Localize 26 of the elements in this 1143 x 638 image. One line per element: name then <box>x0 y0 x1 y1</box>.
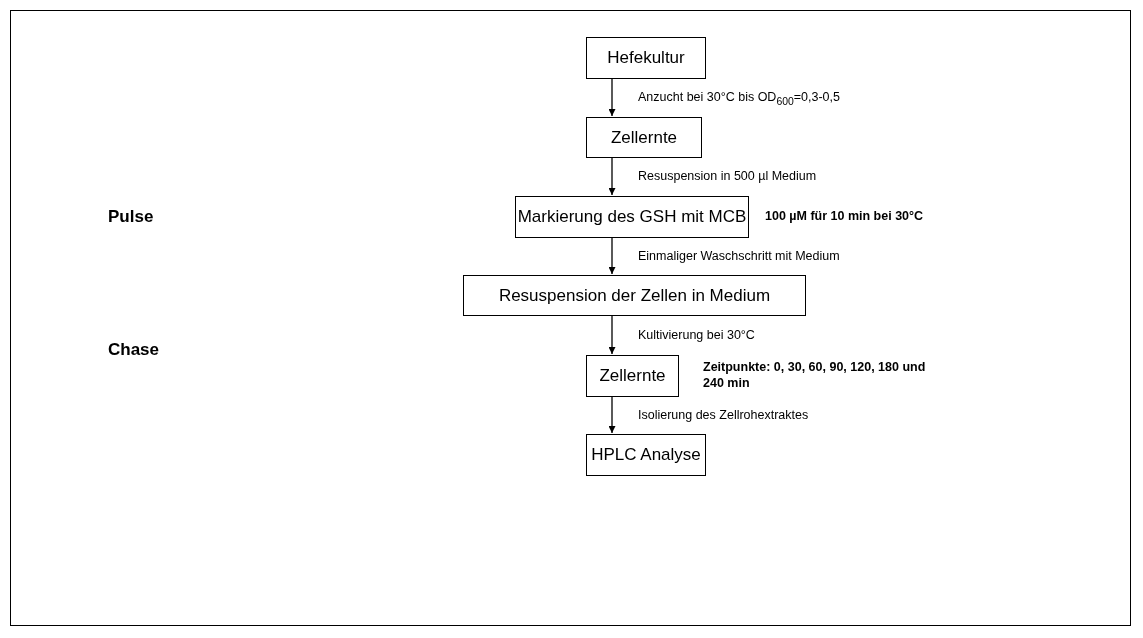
phase-label: Pulse <box>108 207 154 227</box>
phase-label: Chase <box>108 340 160 360</box>
annotation-text: Zeitpunkte: 0, 30, 60, 90, 120, 180 und 240 min <box>703 359 927 391</box>
process-box <box>463 275 806 316</box>
process-box <box>586 37 706 79</box>
box-text: HPLC Analyse <box>591 445 701 465</box>
annotation-text: 100 µM für 10 min bei 30°C <box>765 208 925 224</box>
arrow <box>608 396 616 434</box>
edge-label: Resuspension in 500 µl Medium <box>638 169 817 183</box>
box-text: Resuspension der Zellen in Medium <box>498 285 771 306</box>
process-box <box>515 196 749 238</box>
box-text: Hefekultur <box>607 48 685 68</box>
arrow <box>608 157 616 196</box>
box-text: Markierung des GSH mit MCB <box>517 207 747 227</box>
process-box <box>586 355 679 397</box>
process-box <box>586 434 706 476</box>
box-text: Zellernte <box>599 366 666 386</box>
edge-label: Anzucht bei 30°C bis OD$_{600}$=0,3-0,5 <box>638 90 840 107</box>
arrow <box>608 78 616 117</box>
edge-label: Einmaliger Waschschritt mit Medium <box>638 248 840 263</box>
arrow <box>608 237 616 275</box>
process-box <box>586 117 702 158</box>
box-text: Zellernte <box>610 127 678 148</box>
arrow <box>608 315 616 355</box>
edge-label: Kultivierung bei 30°C <box>638 327 755 342</box>
edge-label: Isolierung des Zellrohextraktes <box>638 407 809 422</box>
